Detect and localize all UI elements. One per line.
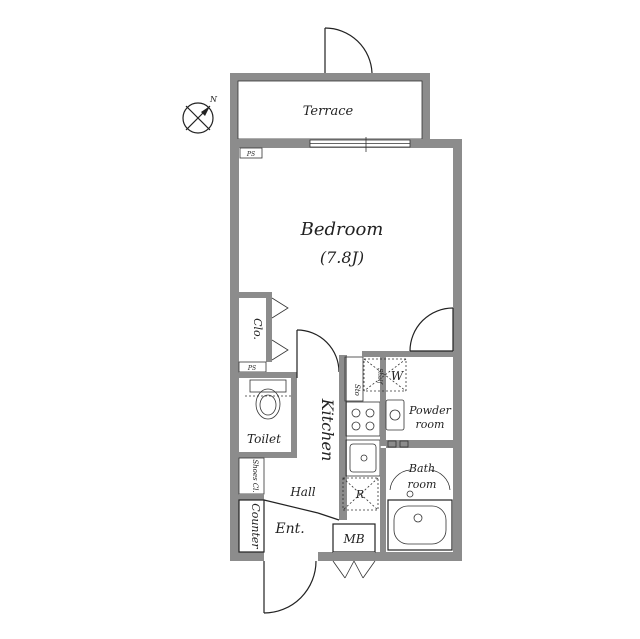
washer-label: W	[391, 369, 405, 383]
ps-label: PS	[247, 365, 256, 372]
powder-room	[362, 351, 453, 448]
refrigerator-space	[342, 477, 379, 511]
bedroom-window	[309, 137, 411, 152]
entrance-door	[263, 560, 317, 614]
shelf-label: Shelf	[376, 368, 383, 385]
bedroom-size: (7.8J)	[320, 248, 364, 267]
toilet-room	[239, 372, 297, 458]
toilet-door	[296, 329, 340, 378]
kitchen-label: Kitchen	[318, 398, 337, 462]
counter	[238, 499, 265, 553]
ps-label-top: PS	[246, 151, 255, 158]
storage-label: Sto	[353, 384, 361, 396]
powder-room-door	[409, 307, 454, 352]
meter-box	[332, 523, 376, 579]
refrigerator-label: R	[355, 488, 364, 501]
terrace-door	[324, 27, 373, 74]
terrace-label: Terrace	[303, 104, 354, 119]
powder-room-label-1: Powder	[408, 404, 452, 417]
closet-label: Clo.	[251, 318, 264, 340]
shoes-closet-label: Shoes Cl.	[251, 459, 259, 492]
bath-room	[380, 448, 453, 560]
hall-label: Hall	[289, 485, 315, 499]
ps-box: PS	[238, 361, 267, 373]
kitchen-partition	[339, 355, 381, 520]
entrance-label: Ent.	[274, 521, 304, 537]
compass-icon: N	[182, 95, 218, 134]
powder-room-label-2: room	[416, 418, 445, 431]
bedroom-label: Bedroom	[300, 219, 384, 240]
shoes-closet	[238, 457, 265, 500]
north-label: N	[209, 95, 218, 104]
closet	[239, 292, 289, 362]
bath-room-label-2: room	[408, 478, 437, 491]
toilet-label: Toilet	[247, 432, 281, 446]
entrance-step	[263, 499, 340, 521]
meter-box-label: MB	[342, 532, 364, 546]
counter-label: Counter	[249, 503, 262, 549]
ps-box-top: PS	[239, 147, 263, 159]
bath-room-label-1: Bath	[408, 462, 435, 475]
